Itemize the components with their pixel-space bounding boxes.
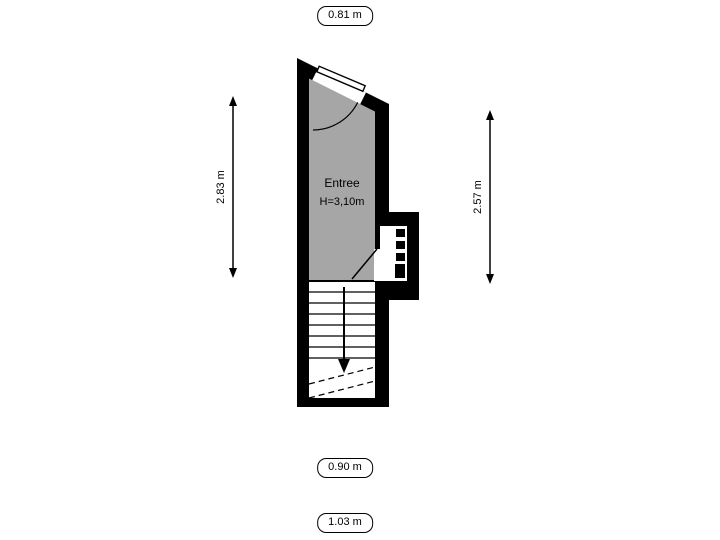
stair-cut-lines <box>308 366 376 399</box>
arrow-up-icon <box>486 110 494 120</box>
arrow-down-icon <box>486 274 494 284</box>
arrow-up-icon <box>229 96 237 106</box>
closet-door-leaf <box>351 248 378 280</box>
entry-door-leaf <box>315 65 367 93</box>
closet-door-opening <box>374 249 381 281</box>
dimension-top-label: 0.81 m <box>317 6 373 26</box>
dimension-left: 2.83 m <box>215 96 237 278</box>
dimension-right: 2.57 m <box>472 110 494 284</box>
entry-door-swing-arc <box>312 102 359 131</box>
staircase-area <box>309 281 375 398</box>
dimension-left-label: 2.83 m <box>215 170 227 204</box>
entry-door-opening <box>312 68 366 105</box>
stair-direction-arrow <box>338 287 350 373</box>
room-label: Entree <box>324 176 360 190</box>
meter-equipment <box>395 229 405 278</box>
dimension-bottom-inner-label: 0.90 m <box>317 458 373 478</box>
ceiling-height-label: H=3,10m <box>320 196 365 208</box>
stair-treads <box>309 280 375 359</box>
room-entree-floor <box>309 78 375 281</box>
dimension-bottom-outer-label: 1.03 m <box>317 513 373 533</box>
arrow-down-icon <box>229 268 237 278</box>
dimension-right-label: 2.57 m <box>472 180 484 214</box>
